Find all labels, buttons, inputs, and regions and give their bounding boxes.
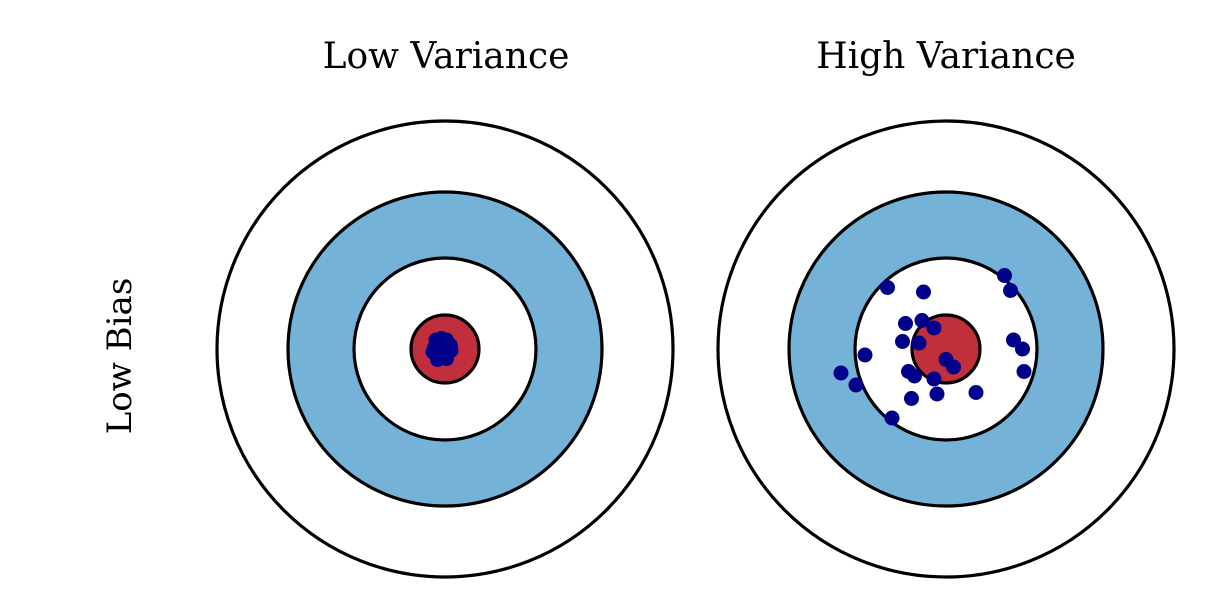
sample-point xyxy=(911,335,927,351)
sample-point xyxy=(1016,364,1032,379)
sample-point xyxy=(916,284,931,300)
sample-point xyxy=(884,410,900,426)
sample-point xyxy=(946,359,961,375)
sample-point xyxy=(907,368,922,384)
sample-point xyxy=(880,280,895,295)
sample-point xyxy=(926,371,942,387)
sample-point xyxy=(895,334,910,349)
column-title-low-variance: Low Variance xyxy=(322,36,570,77)
column-title-high-variance: High Variance xyxy=(816,36,1076,77)
sample-point xyxy=(833,365,849,381)
sample-point xyxy=(968,385,984,400)
sample-point xyxy=(1015,341,1030,357)
target-low-bias-low-variance xyxy=(215,119,675,579)
sample-point xyxy=(430,352,445,367)
sample-point xyxy=(904,391,919,406)
sample-point xyxy=(926,320,942,336)
sample-point xyxy=(929,386,945,402)
sample-point xyxy=(857,347,873,363)
sample-point xyxy=(997,268,1012,283)
sample-point xyxy=(898,316,913,331)
sample-point xyxy=(1003,283,1018,298)
target-low-bias-high-variance xyxy=(716,119,1176,579)
sample-point xyxy=(914,313,930,328)
sample-point xyxy=(441,340,457,356)
sample-point xyxy=(848,377,864,393)
